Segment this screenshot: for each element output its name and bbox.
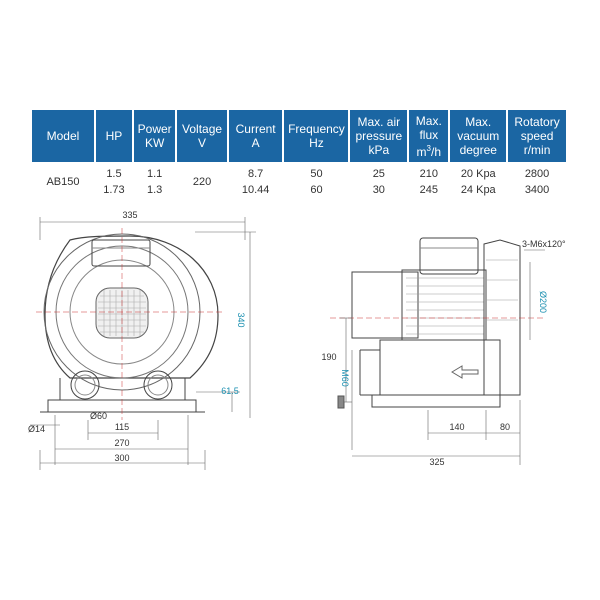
table-cell: 10.44 (241, 184, 270, 196)
header-text: flux (419, 127, 439, 142)
header-unit: m3/h (416, 143, 442, 159)
header-text: Power (137, 122, 172, 136)
table-cell: 1.3 (147, 184, 163, 196)
header-text: Max. (415, 113, 442, 128)
dim-total-length: 325 (429, 457, 444, 467)
header-text: Voltage (182, 122, 223, 136)
header-unit: Hz (309, 136, 324, 150)
header-text: HP (105, 129, 123, 143)
dim-port-dia: Ø60 (90, 411, 107, 421)
table-cell: 1.5 (106, 168, 122, 180)
table-cell: 30 (372, 184, 385, 196)
header-model: Model (32, 110, 94, 162)
table-cell: 24 Kpa (460, 184, 496, 196)
table-cell: 25 (372, 168, 385, 180)
dim-foot-offset: 80 (500, 422, 510, 432)
header-hp: HP (95, 110, 133, 162)
table-cell: 8.7 (247, 168, 264, 180)
dim-port-thread: M60 (340, 369, 350, 387)
side-view (330, 237, 545, 465)
dim-width-top: 335 (122, 210, 137, 220)
front-view (30, 217, 256, 470)
table-cell: 3400 (524, 184, 550, 196)
header-text: Model (46, 129, 80, 143)
header-text: speed (520, 129, 554, 143)
dim-port-spacing: 115 (115, 422, 129, 432)
table-row: AB150 1.5 1.1 220 8.7 50 25 210 20 Kpa 2… (32, 162, 566, 188)
dim-flange-dia: Ø200 (538, 291, 548, 313)
header-text: pressure (355, 129, 403, 143)
table-cell: 1.73 (103, 184, 125, 196)
dim-outlet-height: 61.5 (221, 386, 239, 396)
table-cell: 60 (310, 184, 323, 196)
table-cell: 1.1 (147, 168, 163, 180)
header-unit: A (251, 136, 260, 150)
dim-bolt-holes: 3-M6x120° (522, 239, 566, 249)
header-text: Rotatory (514, 115, 560, 129)
table-cell: 2800 (524, 168, 550, 180)
table-cell: 20 Kpa (460, 168, 496, 180)
header-unit: degree (459, 143, 497, 157)
header-unit: V (198, 136, 207, 150)
dim-axis-height: 190 (321, 352, 336, 362)
table-row: 1.73 1.3 10.44 60 30 245 24 Kpa 3400 (32, 182, 566, 198)
header-text: Frequency (288, 122, 345, 136)
table-cell: 245 (419, 184, 438, 196)
dim-foot-spacing: 140 (449, 422, 464, 432)
model-cell: AB150 (46, 176, 80, 188)
header-text: Current (235, 122, 276, 136)
header-text: Max. air (357, 115, 401, 129)
voltage-cell: 220 (192, 176, 212, 188)
header-text: Max. (465, 115, 492, 129)
table-cell: 210 (419, 168, 438, 180)
dim-hole-dia: Ø14 (28, 424, 45, 434)
table-cell: 50 (310, 168, 323, 180)
header-unit: KW (144, 136, 165, 150)
header-unit: r/min (523, 143, 551, 157)
dim-base-width: 300 (114, 453, 129, 463)
dim-base-holes: 270 (114, 438, 129, 448)
header-unit: kPa (368, 143, 390, 157)
header-text: vacuum (457, 129, 500, 143)
dim-height: 340 (236, 312, 246, 327)
